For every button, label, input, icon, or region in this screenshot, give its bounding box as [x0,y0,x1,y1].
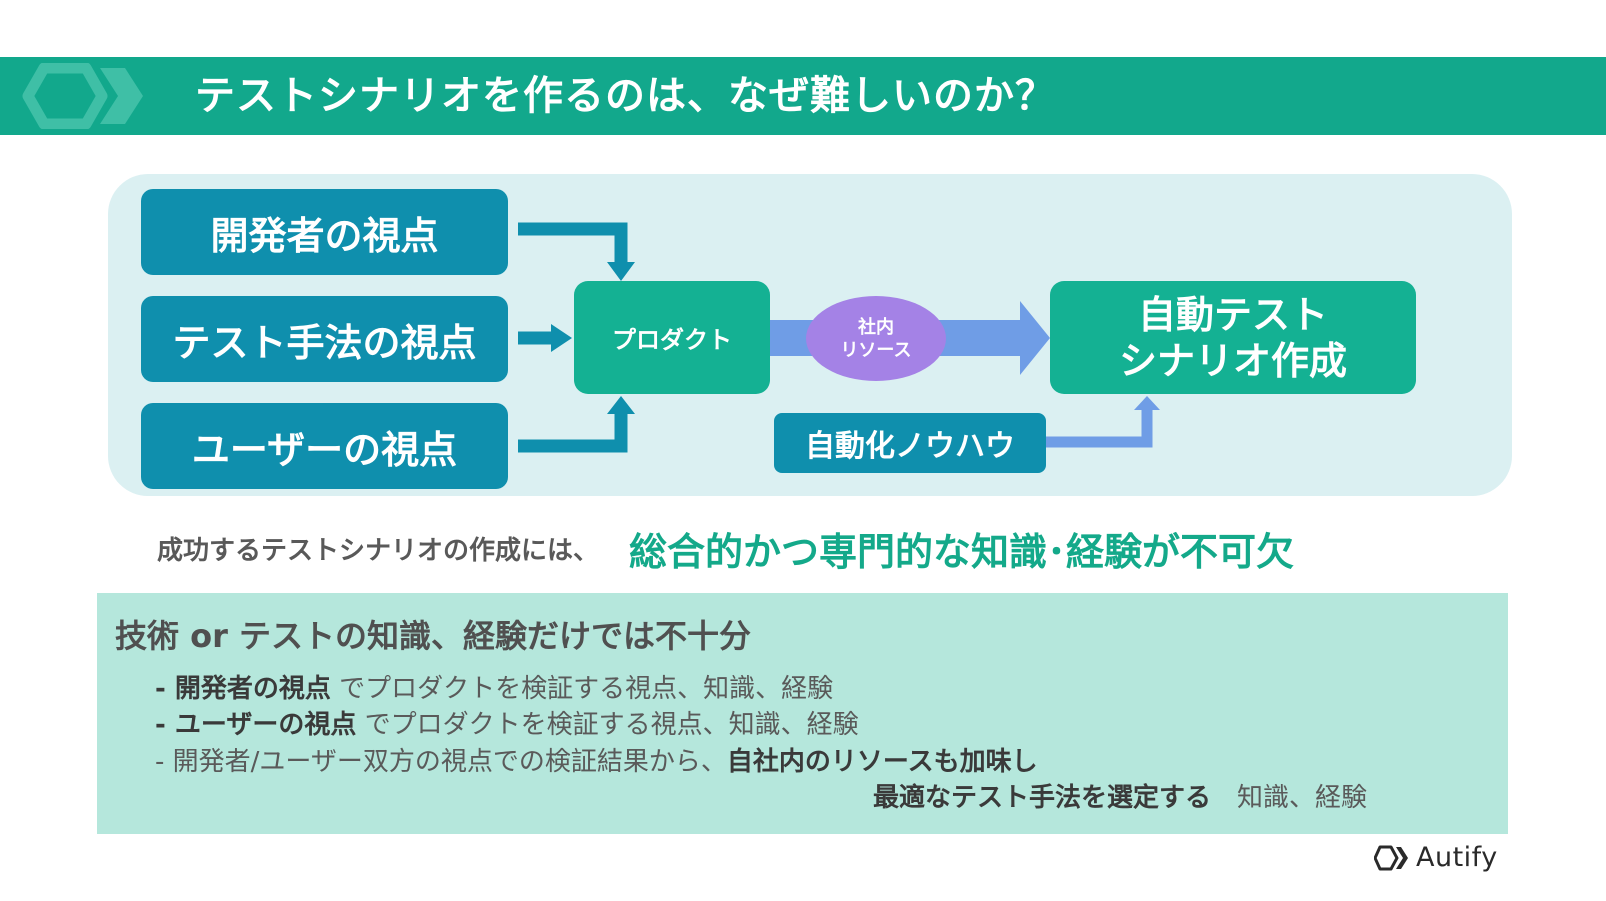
user-to-product-arrow [518,411,628,453]
knowhow-to-result-arrow [1046,408,1153,448]
detail-line3-normal: - 開発者/ユーザー双方の視点での検証結果から、 [155,747,727,777]
developer-viewpoint-box: 開発者の視点 [141,189,508,275]
detail-line-method: 最適なテスト手法を選定する 知識、経験 [873,777,1367,814]
result-label-line1: 自動テスト [1137,292,1328,337]
developer-to-product-arrowhead [607,262,635,281]
title-bar: テストシナリオを作るのは、なぜ難しいのか？ [0,57,1606,135]
chevron-decoration-icon [22,63,143,129]
detail-line-combined: - 開発者/ユーザー双方の視点での検証結果から、自社内のリソースも加味し [155,741,1038,778]
user-viewpoint-box: ユーザーの視点 [141,403,508,489]
detail-line1-strong: - 開発者の視点 [155,674,331,704]
result-label-line2: シナリオ作成 [1118,338,1347,383]
detail-line-user: - ユーザーの視点 でプロダクトを検証する視点、知識、経験 [155,704,859,741]
detail-line-developer: - 開発者の視点 でプロダクトを検証する視点、知識、経験 [155,668,833,705]
brand-logo: Autify [1374,842,1498,873]
result-box: 自動テスト シナリオ作成 [1050,281,1416,394]
knowhow-to-result-arrowhead [1134,396,1160,410]
brand-name: Autify [1416,842,1498,873]
test-method-to-product-arrowhead [551,324,572,352]
summary-line: 成功するテストシナリオの作成には、 総合的かつ専門的な知識･経験が不可欠 [157,520,1294,576]
detail-line4-rest: 知識、経験 [1211,783,1368,813]
automation-knowhow-box: 自動化ノウハウ [774,413,1046,473]
autify-logo-icon [1374,845,1408,870]
resource-label-line1: 社内 [858,316,894,338]
detail-line4-strong: 最適なテスト手法を選定する [873,783,1212,813]
developer-to-product-arrow [518,222,628,265]
detail-line2-rest: でプロダクトを検証する視点、知識、経験 [356,710,859,740]
detail-line2-strong: - ユーザーの視点 [155,710,357,740]
detail-heading: 技術 or テストの知識、経験だけでは不十分 [115,617,752,655]
user-to-product-arrowhead [607,396,635,414]
detail-line1-rest: でプロダクトを検証する視点、知識、経験 [330,674,834,704]
summary-emphasis: 総合的かつ専門的な知識･経験が不可欠 [629,529,1295,574]
page-title: テストシナリオを作るのは、なぜ難しいのか？ [195,73,1056,119]
product-box: プロダクト [574,281,770,394]
detail-panel: 技術 or テストの知識、経験だけでは不十分 - 開発者の視点 でプロダクトを検… [97,593,1508,834]
detail-line3-strong: 自社内のリソースも加味し [726,747,1038,777]
summary-prefix: 成功するテストシナリオの作成には、 [157,535,600,566]
internal-resource-ellipse: 社内 リソース [806,296,946,381]
test-method-viewpoint-box: テスト手法の視点 [141,296,508,382]
resource-label-line2: リソース [840,339,912,361]
